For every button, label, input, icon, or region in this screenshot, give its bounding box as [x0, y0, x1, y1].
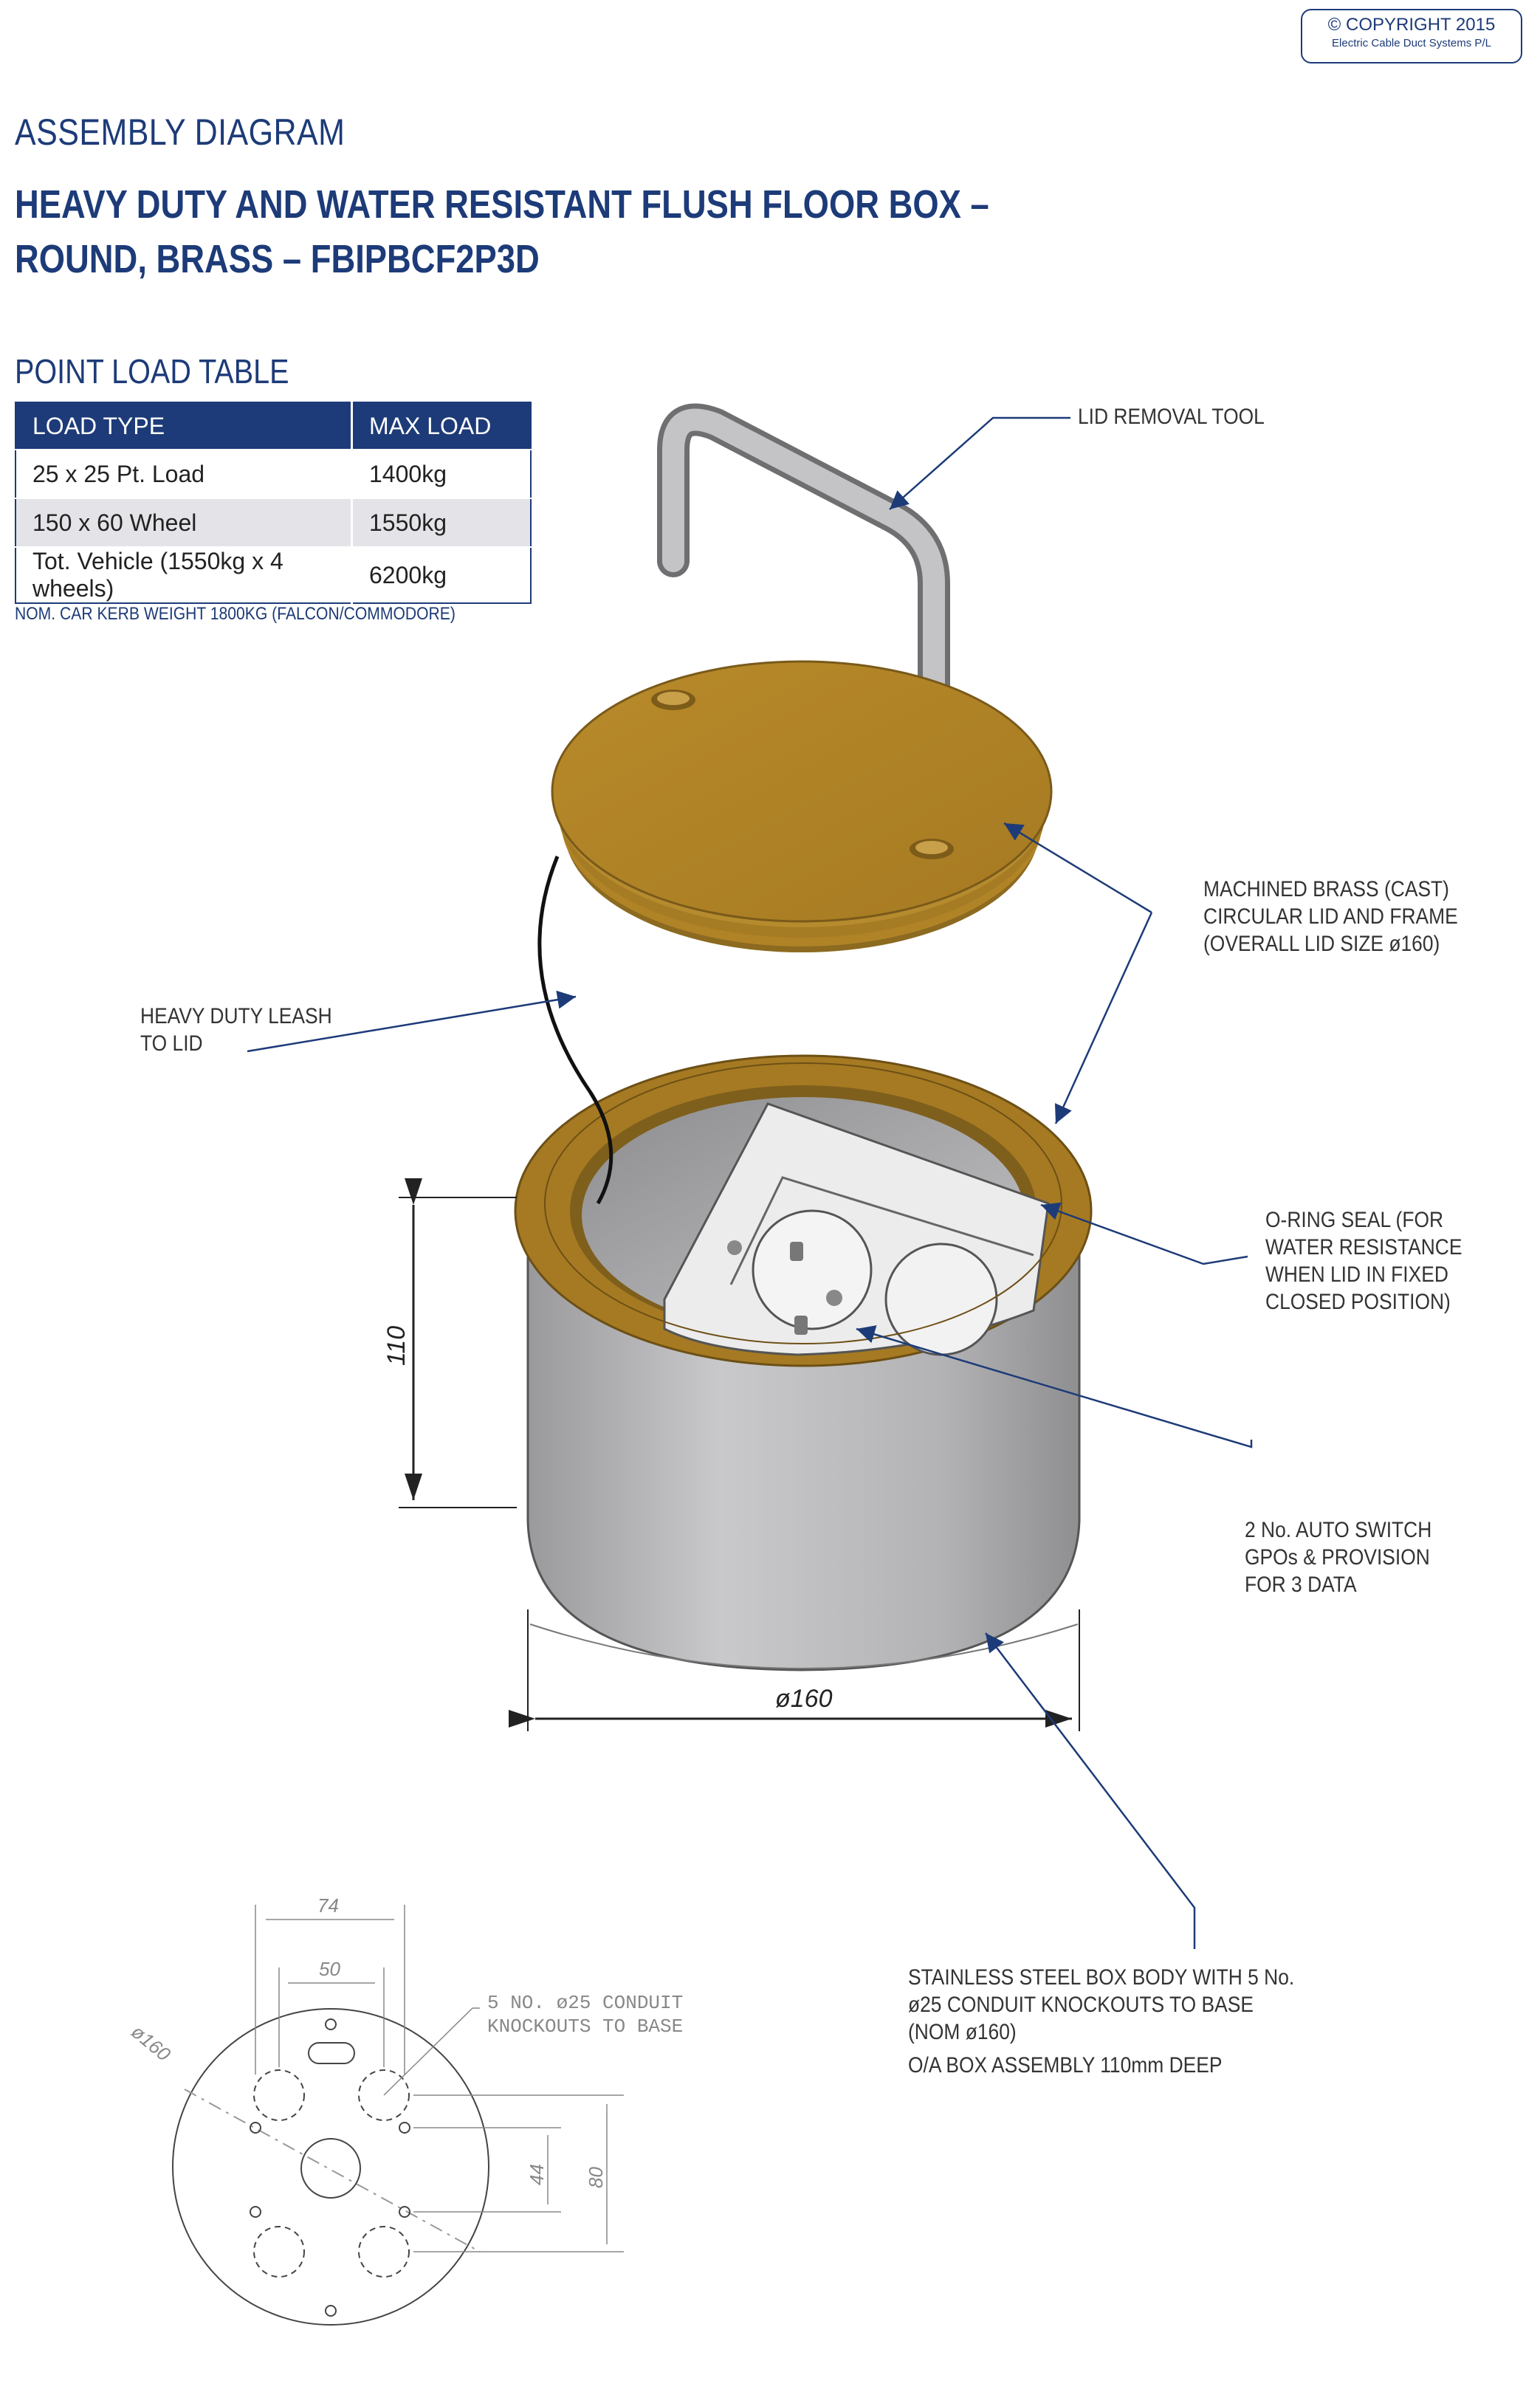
callout-oring-line1: O-RING SEAL (FOR — [1265, 1208, 1444, 1232]
callout-brass: MACHINED BRASS (CAST) CIRCULAR LID AND F… — [1203, 876, 1458, 958]
plan-dim-labels: 74 50 ø160 44 80 — [127, 1894, 607, 2188]
header-max-load: MAX LOAD — [351, 402, 531, 450]
plan-dim-74: 74 — [317, 1894, 339, 1917]
copyright-line2: Electric Cable Duct Systems P/L — [1332, 37, 1491, 49]
table-row: 150 x 60 Wheel 1550kg — [16, 498, 531, 547]
header-load-type: LOAD TYPE — [16, 402, 352, 450]
callout-gpo-line1: 2 No. AUTO SWITCH — [1245, 1518, 1432, 1542]
callout-oring-line2: WATER RESISTANCE — [1265, 1235, 1462, 1259]
copyright-box: © COPYRIGHT 2015 Electric Cable Duct Sys… — [1301, 9, 1522, 63]
height-dim-label: 110 — [382, 1326, 410, 1366]
base-plan-view — [172, 1905, 624, 2326]
leader-lines — [247, 416, 1253, 1949]
product-title-line1: HEAVY DUTY AND WATER RESISTANT FLUSH FLO… — [15, 182, 989, 227]
steel-box-body — [514, 1054, 1093, 1671]
callout-gpo-line3: FOR 3 DATA — [1245, 1573, 1357, 1597]
lid-removal-tool — [657, 403, 950, 718]
leash — [537, 856, 613, 1205]
callout-depth: O/A BOX ASSEMBLY 110mm DEEP — [908, 2053, 1223, 2077]
callout-leash-line2: TO LID — [140, 1031, 203, 1056]
knockout-line2: KNOCKOUTS TO BASE — [487, 2015, 683, 2038]
callout-body: STAINLESS STEEL BOX BODY WITH 5 No. ø25 … — [908, 1964, 1294, 2079]
page-title: ASSEMBLY DIAGRAM — [15, 111, 346, 153]
callout-brass-line1: MACHINED BRASS (CAST) — [1203, 877, 1449, 901]
plan-dim-44: 44 — [526, 2164, 548, 2185]
callout-body-line1: STAINLESS STEEL BOX BODY WITH 5 No. — [908, 1965, 1295, 1990]
copyright-line1: © COPYRIGHT 2015 — [1327, 15, 1496, 35]
callout-brass-line2: CIRCULAR LID AND FRAME — [1203, 904, 1458, 929]
callout-oring-line4: CLOSED POSITION) — [1265, 1290, 1451, 1314]
diameter-dimension: ø160 — [509, 1609, 1080, 1731]
cell-load-type: 25 x 25 Pt. Load — [16, 449, 352, 498]
callout-oring-line3: WHEN LID IN FIXED — [1265, 1262, 1448, 1287]
callout-lid-tool: LID REMOVAL TOOL — [1078, 405, 1265, 429]
cell-max-load: 1400kg — [351, 449, 531, 498]
knockout-label: 5 NO. ø25 CONDUIT KNOCKOUTS TO BASE — [487, 1992, 683, 2038]
product-title: HEAVY DUTY AND WATER RESISTANT FLUSH FLO… — [15, 177, 989, 286]
cell-load-type: 150 x 60 Wheel — [16, 498, 352, 547]
cell-max-load: 6200kg — [351, 546, 531, 603]
plan-dim-50: 50 — [319, 1958, 340, 1980]
cell-max-load: 1550kg — [351, 498, 531, 547]
plan-dim-diameter: ø160 — [127, 2021, 175, 2066]
callout-gpo: 2 No. AUTO SWITCH GPOs & PROVISION FOR 3… — [1245, 1516, 1431, 1598]
diameter-dim-label: ø160 — [775, 1685, 833, 1713]
callout-leash-line1: HEAVY DUTY LEASH — [140, 1004, 332, 1028]
height-dimension: 110 — [382, 1178, 517, 1508]
callout-body-line2: ø25 CONDUIT KNOCKOUTS TO BASE — [908, 1993, 1254, 2017]
callout-gpo-line2: GPOs & PROVISION — [1245, 1545, 1430, 1570]
table-header-row: LOAD TYPE MAX LOAD — [16, 402, 531, 450]
knockout-line1: 5 NO. ø25 CONDUIT — [487, 1992, 683, 2014]
table-row: Tot. Vehicle (1550kg x 4 wheels) 6200kg — [16, 546, 531, 603]
callout-brass-line3: (OVERALL LID SIZE ø160) — [1203, 932, 1440, 956]
cell-load-type: Tot. Vehicle (1550kg x 4 wheels) — [16, 546, 352, 603]
product-title-line2: ROUND, BRASS – FBIPBCF2P3D — [15, 237, 540, 281]
brass-lid — [551, 660, 1053, 952]
point-load-table: LOAD TYPE MAX LOAD 25 x 25 Pt. Load 1400… — [15, 402, 532, 604]
plan-dim-80: 80 — [585, 2167, 607, 2188]
callout-leash: HEAVY DUTY LEASH TO LID — [140, 1003, 332, 1057]
load-table-note: NOM. CAR KERB WEIGHT 1800KG (FALCON/COMM… — [15, 604, 456, 624]
callout-oring: O-RING SEAL (FOR WATER RESISTANCE WHEN L… — [1265, 1206, 1462, 1316]
table-row: 25 x 25 Pt. Load 1400kg — [16, 449, 531, 498]
callout-body-line3: (NOM ø160) — [908, 2020, 1017, 2044]
load-table-title: POINT LOAD TABLE — [15, 352, 289, 391]
